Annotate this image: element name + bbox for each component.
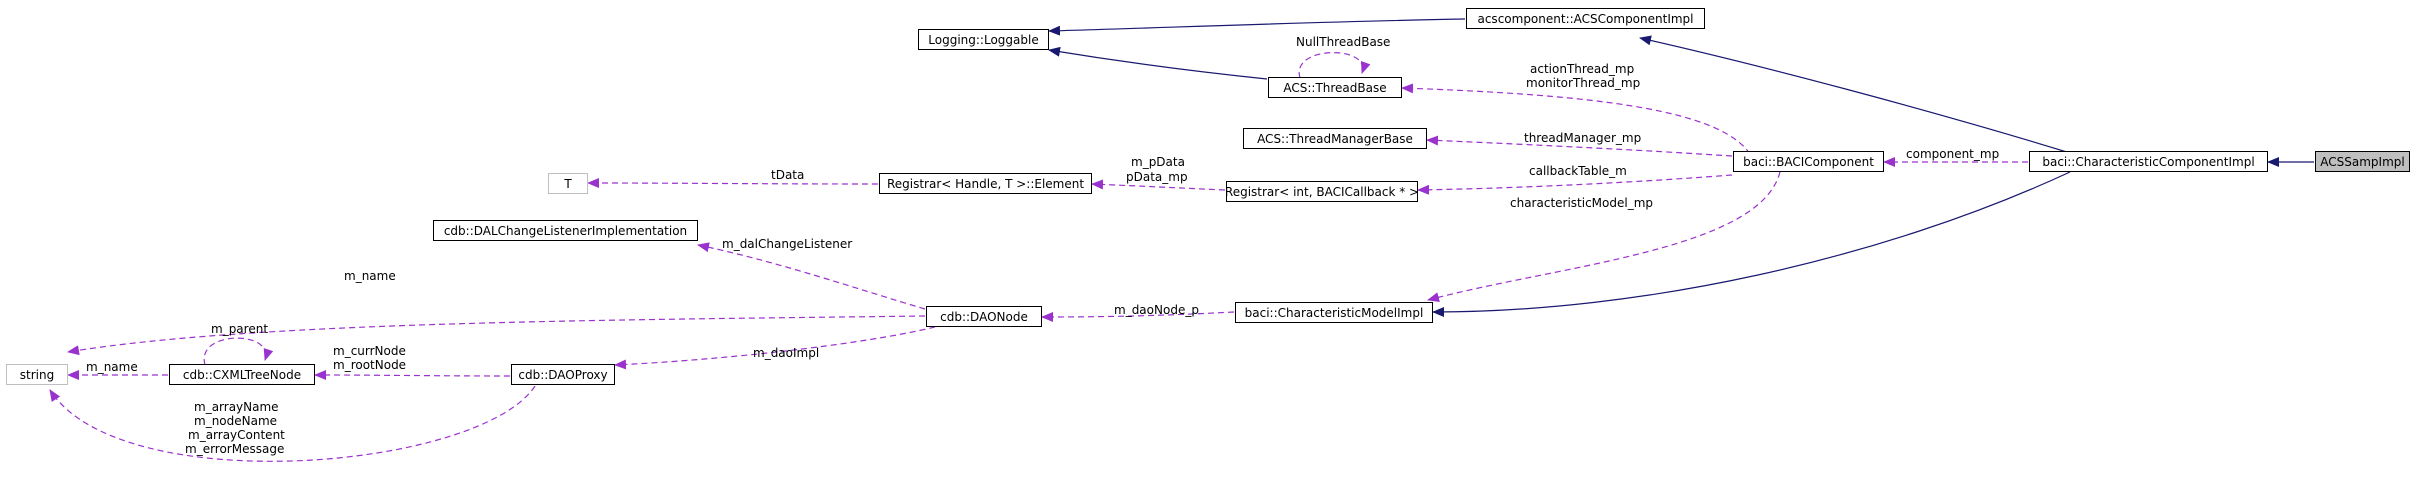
- edge-label-characteristicmodel: characteristicModel_mp: [1510, 196, 1654, 210]
- edge-characteristiccomponentimpl-to-acscomponentimpl: [1639, 35, 2071, 154]
- edge-label-actionthread: actionThread_mp: [1530, 62, 1635, 76]
- edge-label-m-name-top: m_name: [344, 269, 396, 283]
- node-acs-threadmanagerbase[interactable]: ACS::ThreadManagerBase: [1243, 128, 1427, 149]
- edge-bacicomponent-to-characteristicmodelimpl: [1427, 171, 1781, 303]
- edge-bacicomponent-to-threadbase: [1401, 83, 1751, 155]
- node-characteristicmodelimpl[interactable]: baci::CharacteristicModelImpl: [1235, 302, 1433, 323]
- edge-label-m-rootnode: m_rootNode: [333, 358, 407, 372]
- edge-characteristicmodelimpl-to-daonode: [1041, 311, 1235, 322]
- node-acssampimpl[interactable]: ACSSampImpl: [2315, 151, 2410, 172]
- node-characteristiccomponentimpl[interactable]: baci::CharacteristicComponentImpl: [2029, 151, 2268, 172]
- node-logging-loggable[interactable]: Logging::Loggable: [918, 29, 1049, 50]
- edge-characteristiccomponentimpl-to-characteristicmodelimpl: [1432, 171, 2071, 317]
- node-cdb-daoproxy[interactable]: cdb::DAOProxy: [511, 364, 615, 385]
- edge-label-m-parent: m_parent: [211, 322, 269, 336]
- edge-cxmltreenode-self-loop: [203, 337, 274, 366]
- edge-bacicomponent-to-registrar-callback: [1417, 174, 1733, 195]
- node-dalchangelistenerimplementation[interactable]: cdb::DALChangeListenerImplementation: [433, 220, 698, 241]
- edge-registrar-callback-to-registrar-element: [1091, 179, 1226, 191]
- edge-label-pdata-mp: pData_mp: [1126, 170, 1188, 184]
- node-cdb-cxmltreenode[interactable]: cdb::CXMLTreeNode: [169, 364, 315, 385]
- node-cdb-daonode[interactable]: cdb::DAONode: [926, 306, 1042, 327]
- edge-label-m-pdata: m_pData: [1131, 155, 1185, 169]
- node-baci-bacicomponent[interactable]: baci::BACIComponent: [1733, 151, 1884, 172]
- edge-label-monitorthread: monitorThread_mp: [1526, 76, 1641, 90]
- edge-daonode-to-daoproxy: [614, 326, 936, 370]
- node-registrar-element[interactable]: Registrar< Handle, T >::Element: [879, 173, 1092, 194]
- node-template-param-t[interactable]: T: [548, 173, 588, 194]
- edge-label-m-nodename: m_nodeName: [194, 414, 278, 428]
- edge-label-m-daonode-p: m_daoNode_p: [1114, 303, 1199, 317]
- edge-label-nullthreadbase: NullThreadBase: [1296, 35, 1391, 49]
- edge-daoproxy-to-cxmltreenode: [314, 370, 511, 381]
- edge-daoproxy-to-string: [49, 385, 536, 462]
- edge-label-component: component_mp: [1906, 147, 2000, 161]
- edge-bacicomponent-to-threadmanagerbase: [1426, 135, 1733, 157]
- edge-label-tdata: tData: [771, 168, 805, 182]
- edge-threadbase-to-loggable: [1048, 46, 1268, 80]
- edge-label-m-arraycontent: m_arrayContent: [188, 428, 285, 442]
- edge-registrar-element-to-t: [587, 178, 879, 189]
- edge-acscomponentimpl-to-loggable: [1048, 18, 1466, 36]
- edge-daonode-to-string: [67, 315, 926, 356]
- edge-label-m-arrayname: m_arrayName: [194, 400, 279, 414]
- edge-label-m-dalchangelistener: m_dalChangeListener: [722, 237, 853, 251]
- edge-label-m-name-left: m_name: [86, 360, 138, 374]
- node-acs-threadbase[interactable]: ACS::ThreadBase: [1268, 77, 1402, 98]
- edge-label-threadmanager: threadManager_mp: [1524, 131, 1642, 145]
- node-string[interactable]: string: [6, 364, 68, 385]
- node-registrar-bacicallback[interactable]: Registrar< int, BACICallback * >: [1225, 181, 1419, 202]
- edge-label-m-daoimpl: m_daoImpl: [753, 346, 820, 360]
- edge-daonode-to-dalchangelistener: [697, 242, 926, 310]
- edge-label-m-currnode: m_currNode: [333, 344, 406, 358]
- edge-threadbase-self-loop: [1298, 52, 1371, 79]
- node-acscomponentimpl[interactable]: acscomponent::ACSComponentImpl: [1466, 8, 1705, 29]
- edge-label-m-errormessage: m_errorMessage: [185, 442, 285, 456]
- edge-label-callbacktable: callbackTable_m: [1529, 164, 1627, 178]
